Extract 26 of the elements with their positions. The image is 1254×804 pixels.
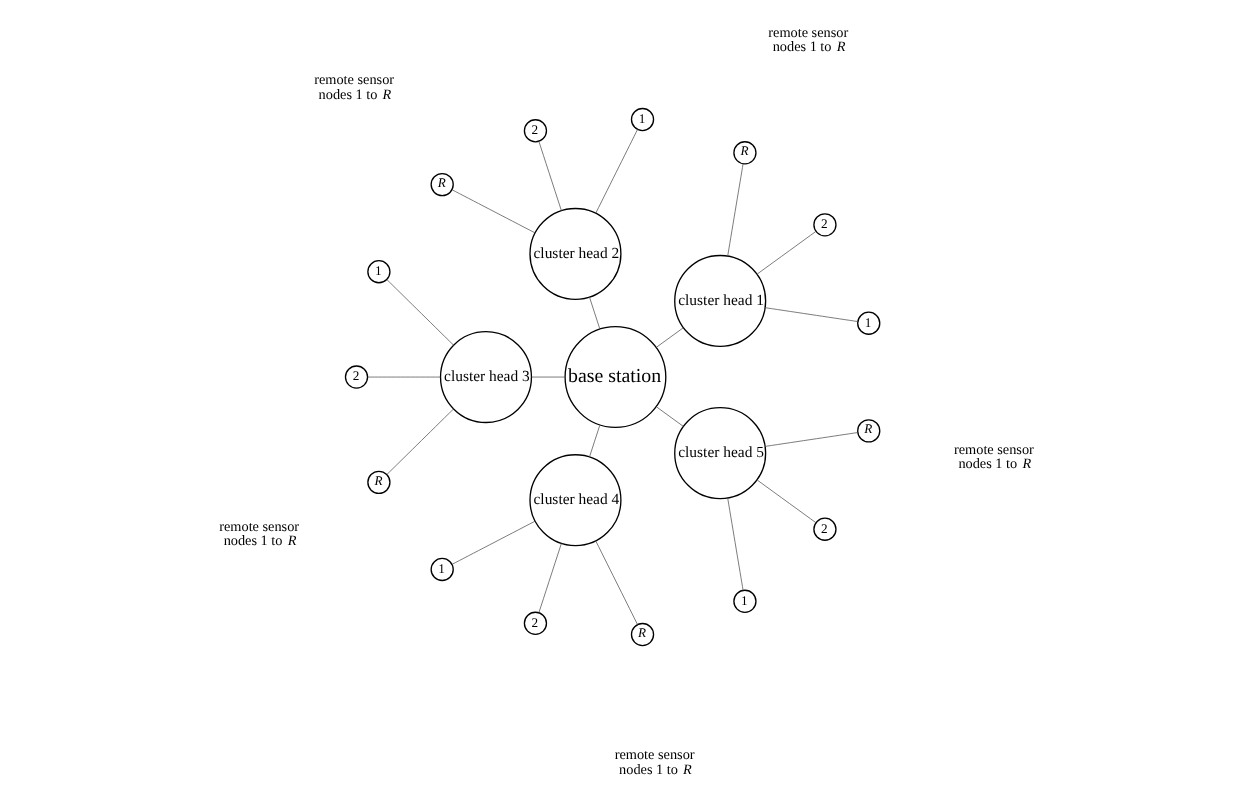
- connector: [763, 432, 858, 447]
- connector: [537, 141, 561, 211]
- connector: [755, 479, 816, 523]
- connector: [530, 376, 565, 378]
- connector: [385, 408, 453, 475]
- connector: [594, 129, 637, 214]
- connector: [763, 307, 858, 322]
- connector: [655, 327, 683, 348]
- connector: [450, 520, 535, 565]
- connector: [385, 279, 453, 346]
- connector: [726, 163, 743, 257]
- connector: [366, 376, 440, 378]
- node-circle: cluster head 1: [673, 254, 766, 348]
- node-circle: cluster head 2: [528, 207, 621, 301]
- connector: [588, 424, 600, 458]
- connector: [594, 540, 637, 626]
- connector: [588, 296, 600, 330]
- connector: [755, 231, 816, 275]
- node-circle: cluster head 3: [438, 330, 532, 424]
- connector: [655, 406, 683, 427]
- node-circle: cluster head 5: [673, 407, 766, 500]
- connector: [450, 189, 535, 234]
- node-circle: cluster head 4: [528, 454, 621, 547]
- connector: [726, 497, 743, 591]
- node-circle: base station: [563, 326, 666, 429]
- connector: [537, 543, 561, 613]
